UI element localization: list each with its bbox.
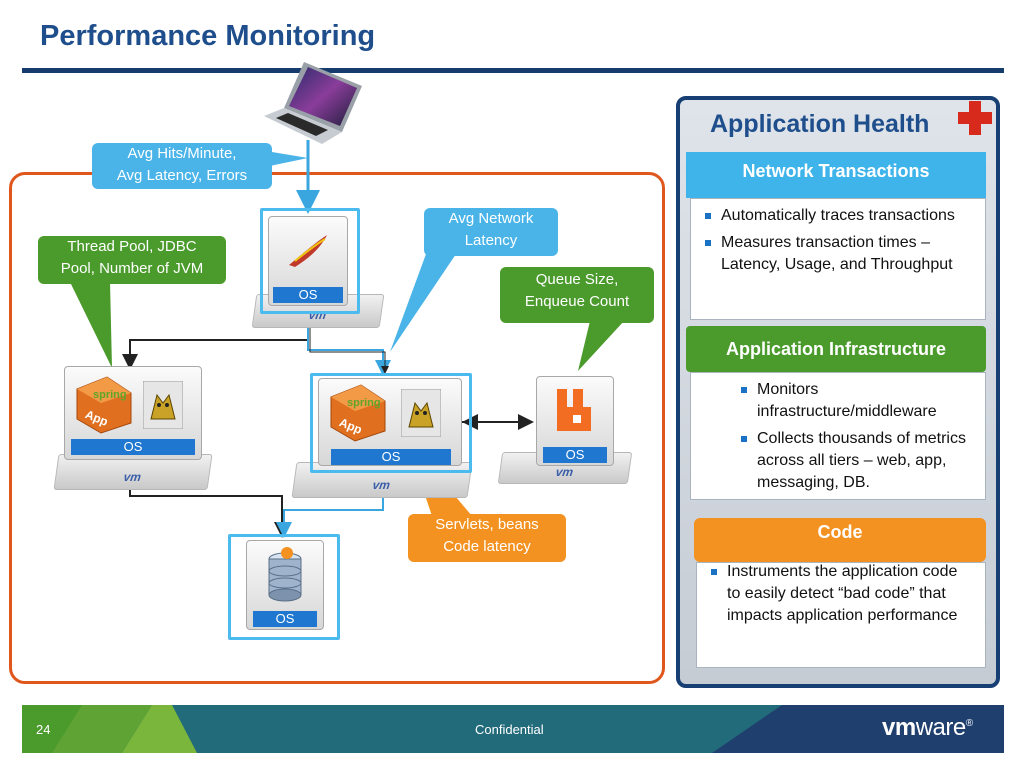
callout-avg-hits: Avg Hits/Minute, Avg Latency, Errors [92,143,272,189]
section-code: Instruments the application code to easi… [696,562,986,668]
spring-app-icon: spring App [325,381,389,443]
web-server[interactable]: OS [268,216,348,306]
bullet-item: Instruments the application code to easi… [709,561,975,627]
app-server-center[interactable]: spring App OS [318,378,462,466]
footer-confidential: Confidential [475,722,544,737]
spring-app-icon: spring App [71,373,135,435]
os-label-queue: OS [543,447,607,463]
left-app-db-link [129,484,290,538]
application-frame [9,172,665,684]
section-code-header: Code [694,518,986,562]
callout-thread-pool: Thread Pool, JDBC Pool, Number of JVM [38,236,226,284]
bullet-item: Monitors infrastructure/middleware [739,379,975,423]
application-health-title: Application Health [710,110,930,138]
web-center-app-link [307,316,391,376]
footer-bar [22,705,1004,753]
callout-network-latency: Avg Network Latency [424,208,558,256]
section-network-transactions: Automatically traces transactions Measur… [690,198,986,320]
database-icon [268,547,302,602]
section-app-infrastructure-header: Application Infrastructure [686,326,986,372]
bullet-item: Automatically traces transactions [703,205,971,227]
center-app-highlight [310,373,472,473]
bullet-item: Collects thousands of metrics across all… [739,428,975,494]
callout-thread-pool-pointer [70,282,112,368]
callout-servlets: Servlets, beans Code latency [408,514,566,562]
queue-broker-icon [557,389,591,431]
os-label-db: OS [253,611,317,627]
callout-network-latency-pointer [390,254,456,352]
app-server-left[interactable]: spring App OS [64,366,202,460]
db-server-highlight [228,534,340,640]
os-label-left-app: OS [71,439,195,455]
database-server[interactable]: OS [246,540,324,630]
red-cross-icon [958,101,992,135]
title-divider [22,68,1004,73]
os-label-center-app: OS [331,449,451,465]
os-label-web: OS [273,287,343,303]
page-number: 24 [36,722,51,737]
callout-queue-size: Queue Size, Enqueue Count [500,267,654,323]
section-app-infrastructure: Monitors infrastructure/middleware Colle… [690,372,986,500]
callout-queue-size-pointer [578,321,624,371]
slide-title: Performance Monitoring [40,20,376,52]
vmware-logo: vmware® [882,714,973,741]
tomcat-icon [143,381,183,429]
web-server-highlight [260,208,360,314]
laptop-icon [264,62,362,144]
tomcat-icon [401,389,441,437]
bullet-item: Measures transaction times – Latency, Us… [703,232,971,276]
section-network-transactions-header: Network Transactions [686,152,986,198]
callout-avg-hits-pointer [260,150,308,168]
apache-feather-icon [289,235,327,267]
queue-server[interactable]: OS [536,376,614,466]
